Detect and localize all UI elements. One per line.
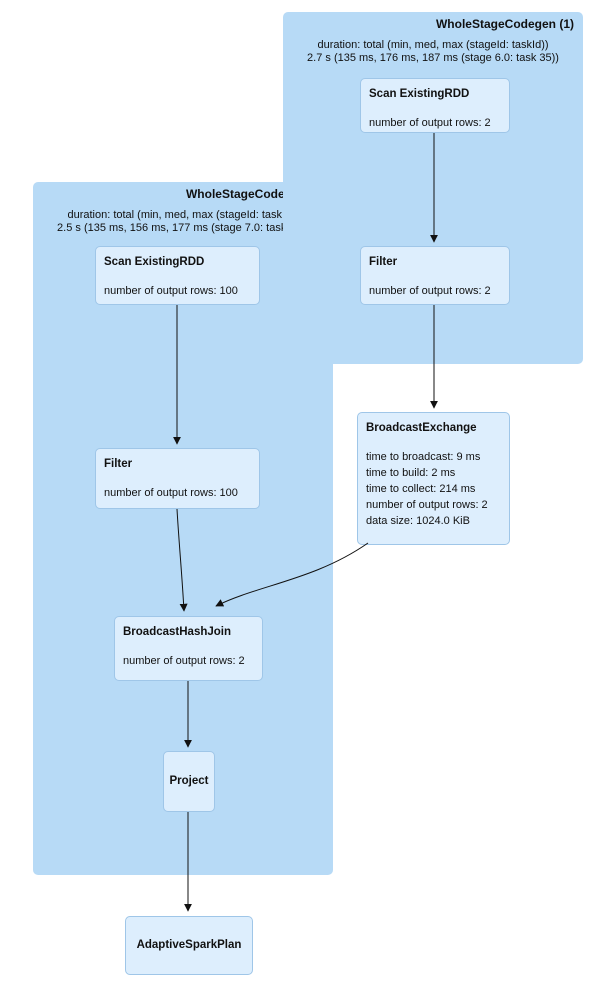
node-metric: time to collect: 214 ms bbox=[366, 483, 476, 495]
node-metric: number of output rows: 2 bbox=[366, 499, 488, 511]
node-title: AdaptiveSparkPlan bbox=[136, 939, 242, 951]
plan-node-scan-existingrdd-1[interactable]: Scan ExistingRDD number of output rows: … bbox=[360, 78, 510, 133]
plan-node-scan-existingrdd-2[interactable]: Scan ExistingRDD number of output rows: … bbox=[95, 246, 260, 305]
cluster-duration-wholestagecodegen-1: duration: total (min, med, max (stageId:… bbox=[283, 39, 583, 65]
node-metric: time to build: 2 ms bbox=[366, 467, 456, 479]
plan-node-adaptivesparkplan[interactable]: AdaptiveSparkPlan bbox=[125, 916, 253, 975]
plan-node-broadcasthashjoin[interactable]: BroadcastHashJoin number of output rows:… bbox=[114, 616, 263, 681]
duration-line: duration: total (min, med, max (stageId:… bbox=[67, 209, 299, 221]
node-title: BroadcastHashJoin bbox=[123, 626, 232, 638]
node-title: Scan ExistingRDD bbox=[369, 88, 470, 100]
node-metric: number of output rows: 100 bbox=[104, 487, 238, 499]
plan-node-filter-2[interactable]: Filter number of output rows: 100 bbox=[95, 448, 260, 509]
duration-line: 2.7 s (135 ms, 176 ms, 187 ms (stage 6.0… bbox=[307, 52, 559, 64]
cluster-wholestagecodegen-1: WholeStageCodegen (1) duration: total (m… bbox=[283, 12, 583, 364]
node-title: BroadcastExchange bbox=[366, 422, 477, 434]
node-metric: number of output rows: 2 bbox=[369, 285, 491, 297]
node-metric: number of output rows: 2 bbox=[369, 117, 491, 129]
duration-line: duration: total (min, med, max (stageId:… bbox=[317, 39, 549, 51]
node-title: Filter bbox=[369, 256, 398, 268]
node-title: Filter bbox=[104, 458, 133, 470]
node-metric: number of output rows: 100 bbox=[104, 285, 238, 297]
node-title: Scan ExistingRDD bbox=[104, 256, 205, 268]
node-metric: data size: 1024.0 KiB bbox=[366, 515, 470, 527]
node-metric: time to broadcast: 9 ms bbox=[366, 451, 481, 463]
node-title: Project bbox=[169, 775, 209, 787]
duration-line: 2.5 s (135 ms, 156 ms, 177 ms (stage 7.0… bbox=[57, 222, 309, 234]
plan-node-project[interactable]: Project bbox=[163, 751, 215, 812]
plan-node-filter-1[interactable]: Filter number of output rows: 2 bbox=[360, 246, 510, 305]
node-metric: number of output rows: 2 bbox=[123, 655, 245, 667]
plan-node-broadcastexchange[interactable]: BroadcastExchange time to broadcast: 9 m… bbox=[357, 412, 510, 545]
cluster-duration-wholestagecodegen-2: duration: total (min, med, max (stageId:… bbox=[33, 209, 333, 235]
cluster-title-wholestagecodegen-1: WholeStageCodegen (1) bbox=[435, 17, 574, 31]
